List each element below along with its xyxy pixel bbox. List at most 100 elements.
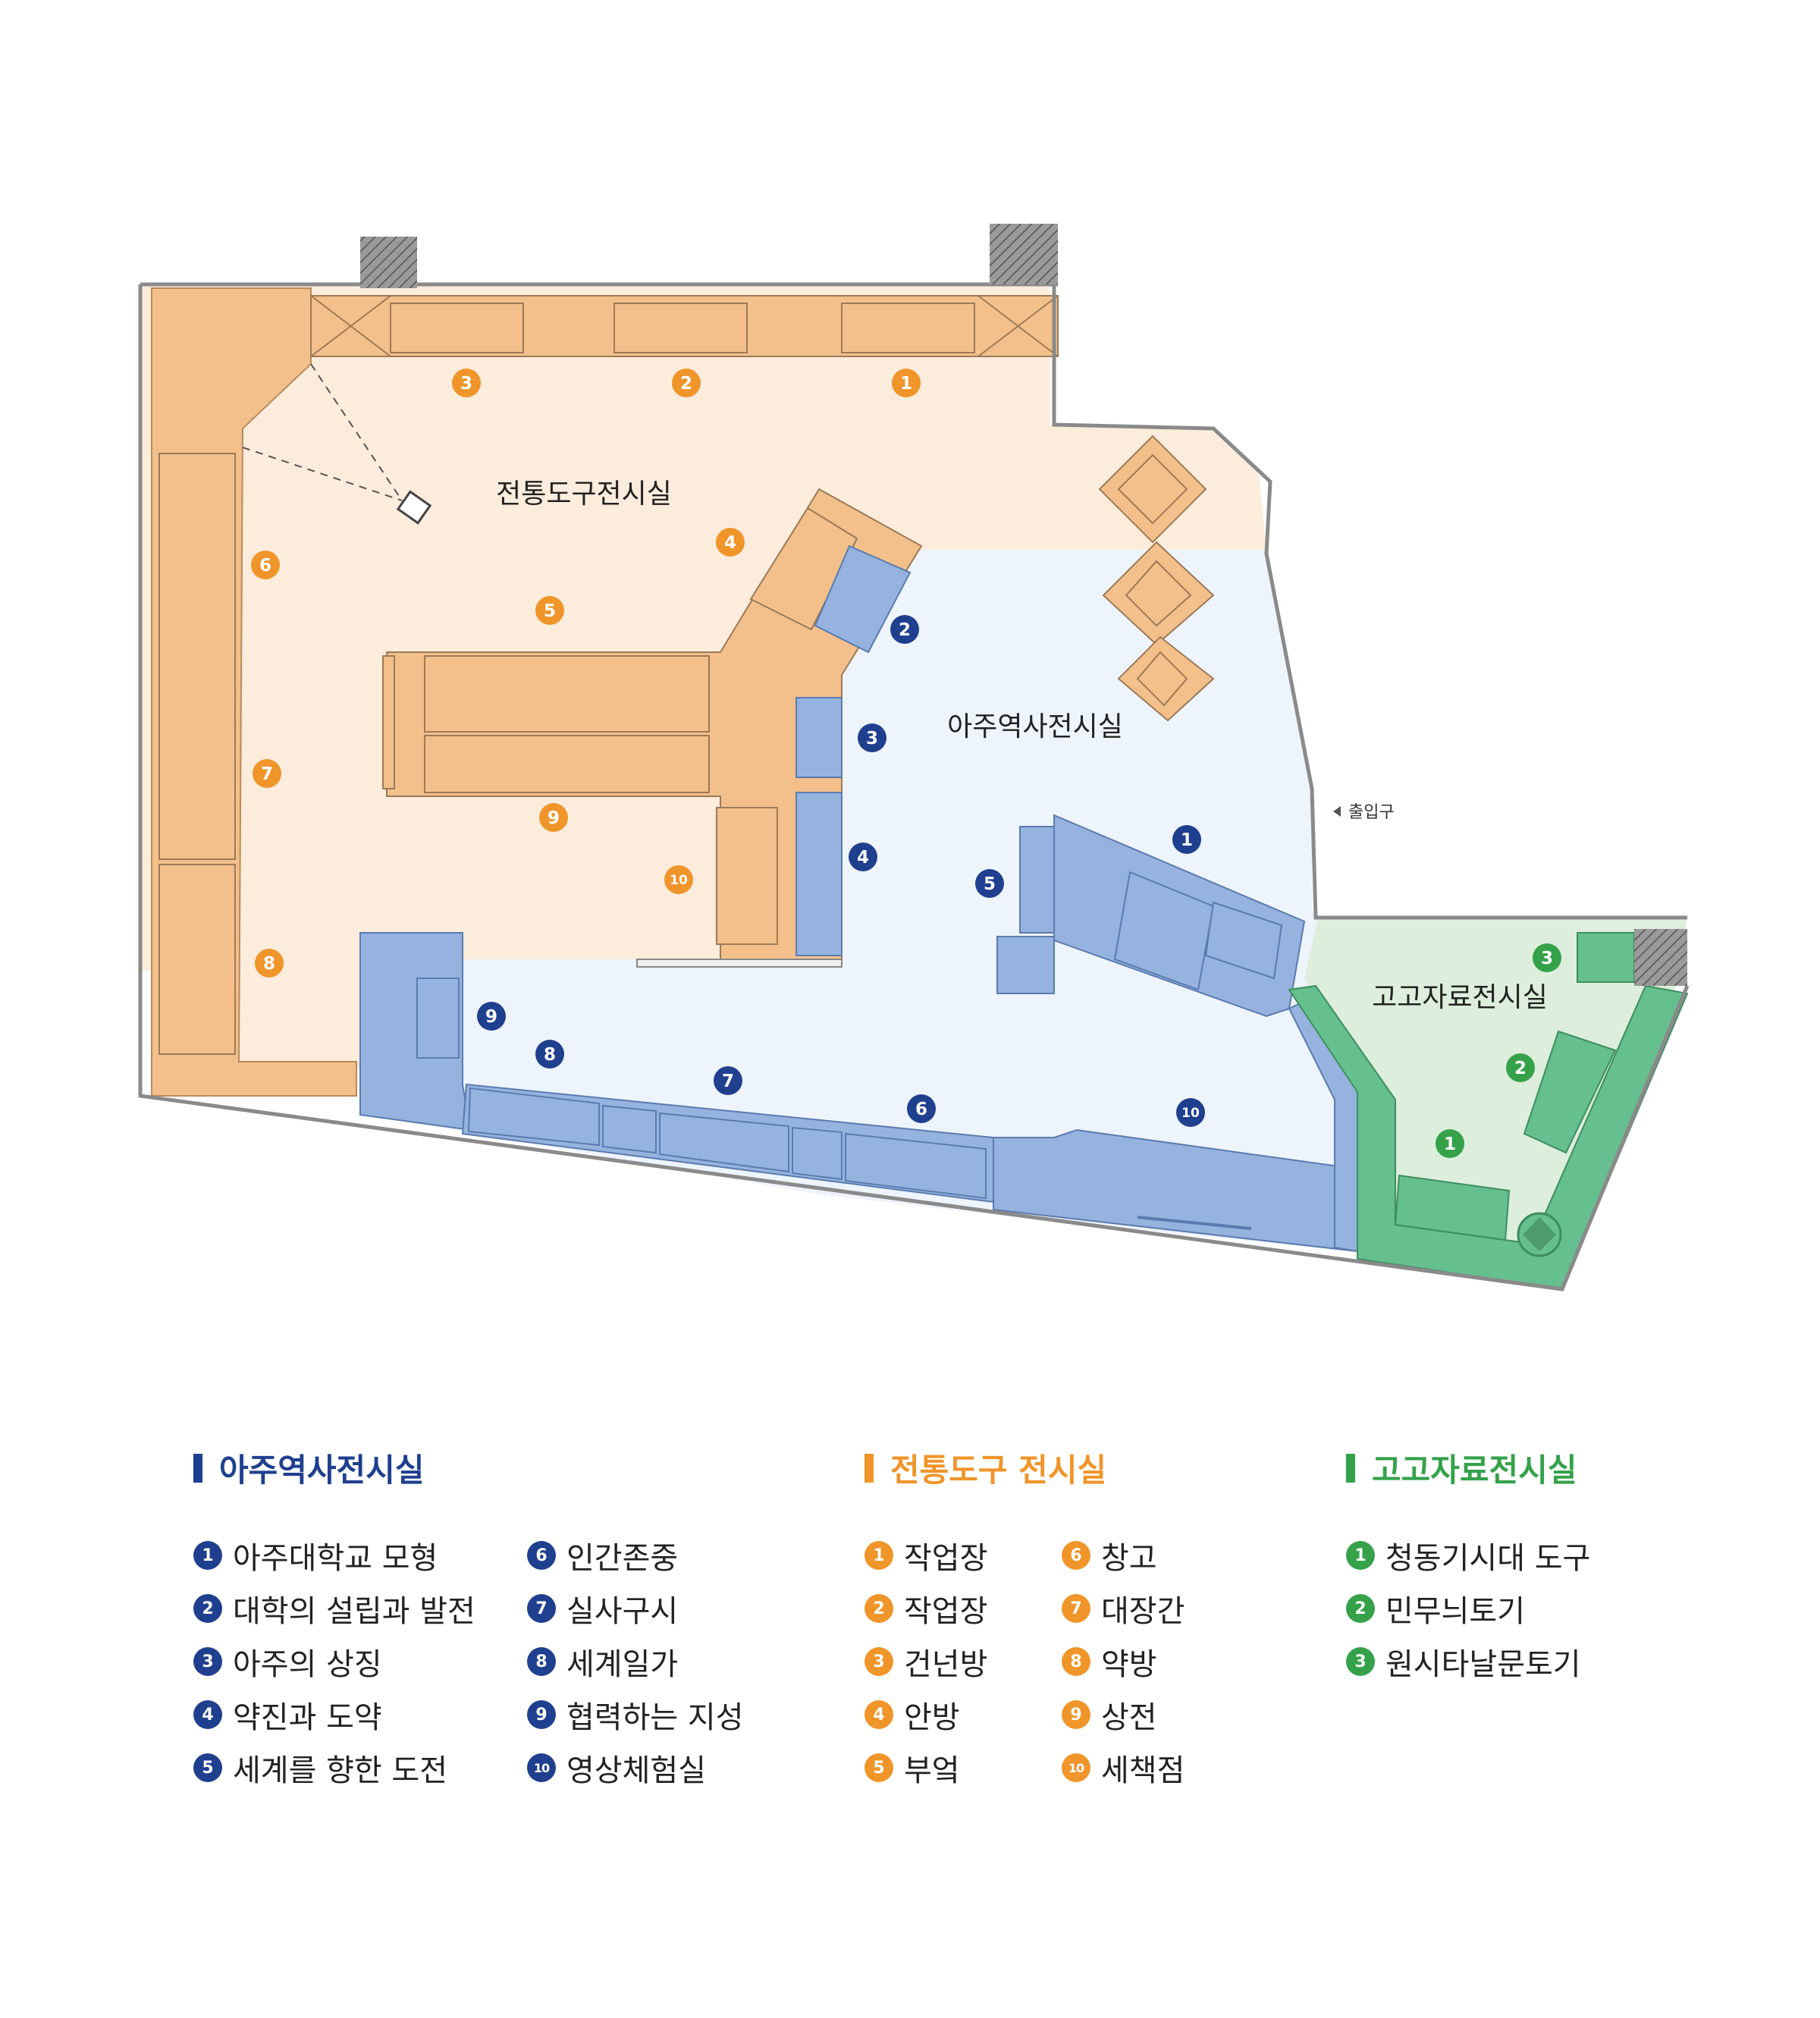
ajou-case-2 bbox=[814, 545, 912, 654]
entrance-arrow-icon bbox=[1333, 806, 1341, 817]
ajou-case-6 bbox=[845, 1132, 987, 1200]
tool-case-10 bbox=[716, 807, 778, 945]
archaeo-marker-2: 2 bbox=[1506, 1053, 1535, 1082]
ajou-case-8 bbox=[467, 1087, 600, 1147]
number-badge: 6 bbox=[527, 1541, 556, 1570]
number-badge: 2 bbox=[864, 1594, 893, 1623]
tool-case-5 bbox=[424, 655, 710, 733]
svg-text:9: 9 bbox=[485, 1007, 497, 1027]
tool-marker-9: 9 bbox=[539, 803, 568, 832]
ajou-case-5 bbox=[1019, 826, 1055, 934]
legend-bar-icon bbox=[864, 1453, 874, 1483]
legend-archaeo: 고고자료전시실 1 청동기시대 도구 2 민무늬토기 3 원시타날문토기 bbox=[1346, 1445, 1590, 1688]
legend-item-label: 영상체험실 bbox=[566, 1753, 706, 1788]
legend-item: 9 협력하는 지성 bbox=[527, 1688, 744, 1741]
ajou-hall-floor bbox=[360, 550, 1357, 1251]
tool-case-8 bbox=[158, 864, 236, 1055]
tool-marker-8: 8 bbox=[255, 949, 284, 978]
pillar-archaeo bbox=[1634, 929, 1687, 986]
legend-item-label: 민무늬토기 bbox=[1385, 1594, 1525, 1629]
svg-text:10: 10 bbox=[670, 873, 688, 888]
tool-marker-4: 4 bbox=[716, 528, 745, 557]
tool-marker-10: 10 bbox=[664, 865, 693, 894]
number-badge: 2 bbox=[1346, 1594, 1375, 1623]
legend-item-label: 상전 bbox=[1101, 1700, 1157, 1735]
ajou-case-4 bbox=[795, 792, 843, 956]
legend-item-label: 협력하는 지성 bbox=[566, 1700, 744, 1735]
legend-title-text: 전통도구 전시실 bbox=[890, 1452, 1107, 1489]
number-badge: 8 bbox=[527, 1647, 556, 1676]
tool-case-3 bbox=[390, 303, 524, 353]
svg-text:8: 8 bbox=[544, 1045, 556, 1065]
legend-title-text: 아주역사전시실 bbox=[219, 1452, 425, 1489]
svg-text:1: 1 bbox=[1181, 830, 1193, 850]
svg-text:9: 9 bbox=[548, 808, 560, 828]
tool-marker-6: 6 bbox=[251, 551, 280, 579]
tool-case-9 bbox=[424, 735, 710, 793]
legend-item: 2 민무늬토기 bbox=[1346, 1582, 1590, 1635]
number-badge: 8 bbox=[1062, 1647, 1090, 1676]
svg-text:3: 3 bbox=[460, 374, 472, 394]
ajou-marker-5: 5 bbox=[975, 869, 1004, 898]
archaeo-case-3 bbox=[1577, 932, 1635, 983]
svg-text:1: 1 bbox=[1444, 1135, 1456, 1154]
legend-item-label: 실사구시 bbox=[566, 1594, 679, 1629]
tool-case-6 bbox=[158, 453, 236, 860]
legend-item-label: 원시타날문토기 bbox=[1385, 1647, 1581, 1682]
legend-item-label: 대장간 bbox=[1101, 1594, 1185, 1629]
archaeo-marker-3: 3 bbox=[1533, 943, 1561, 972]
pillar-top-right bbox=[990, 224, 1058, 284]
tool-marker-1: 1 bbox=[892, 369, 921, 397]
legend-title-text: 고고자료전시실 bbox=[1372, 1452, 1577, 1489]
svg-text:2: 2 bbox=[899, 620, 911, 640]
svg-text:2: 2 bbox=[680, 374, 692, 394]
tool-marker-2: 2 bbox=[672, 369, 701, 397]
legend-title-ajou: 아주역사전시실 bbox=[193, 1445, 744, 1491]
number-badge: 1 bbox=[193, 1541, 222, 1570]
number-badge: 1 bbox=[1346, 1541, 1375, 1570]
ajou-case-7 bbox=[659, 1112, 789, 1173]
number-badge: 5 bbox=[193, 1753, 222, 1782]
number-badge: 3 bbox=[1346, 1647, 1375, 1676]
svg-text:6: 6 bbox=[915, 1100, 927, 1119]
ajou-marker-10: 10 bbox=[1176, 1098, 1205, 1127]
tool-marker-5: 5 bbox=[535, 596, 564, 625]
tool-marker-3: 3 bbox=[452, 369, 481, 397]
legend-item-label: 부엌 bbox=[904, 1753, 960, 1788]
svg-text:10: 10 bbox=[1181, 1106, 1200, 1121]
svg-text:2: 2 bbox=[1514, 1059, 1527, 1078]
diamond-showcases bbox=[1098, 435, 1215, 722]
ajou-marker-1: 1 bbox=[1172, 825, 1201, 854]
legend-item-label: 작업장 bbox=[904, 1594, 988, 1629]
svg-text:5: 5 bbox=[984, 874, 996, 894]
number-badge: 9 bbox=[527, 1700, 556, 1729]
svg-text:6: 6 bbox=[259, 556, 271, 576]
legend-item-label: 건넌방 bbox=[904, 1647, 988, 1682]
svg-text:1: 1 bbox=[900, 374, 912, 394]
legend-col-archaeo-1: 1 청동기시대 도구 2 민무늬토기 3 원시타날문토기 bbox=[1346, 1529, 1590, 1688]
number-badge: 3 bbox=[193, 1647, 222, 1676]
svg-text:3: 3 bbox=[1541, 949, 1553, 968]
legend-title-tool: 전통도구 전시실 bbox=[864, 1445, 1185, 1491]
legend-bar-icon bbox=[1346, 1453, 1355, 1483]
legend-item: 1 청동기시대 도구 bbox=[1346, 1529, 1590, 1582]
legend-item-label: 청동기시대 도구 bbox=[1385, 1541, 1591, 1576]
room-label-ajou: 아주역사전시실 bbox=[947, 711, 1123, 742]
number-badge: 3 bbox=[864, 1647, 893, 1676]
tool-case-1 bbox=[841, 303, 975, 353]
svg-text:4: 4 bbox=[724, 533, 736, 553]
ajou-marker-8: 8 bbox=[535, 1040, 564, 1069]
legend-item-label: 세책점 bbox=[1101, 1753, 1185, 1788]
